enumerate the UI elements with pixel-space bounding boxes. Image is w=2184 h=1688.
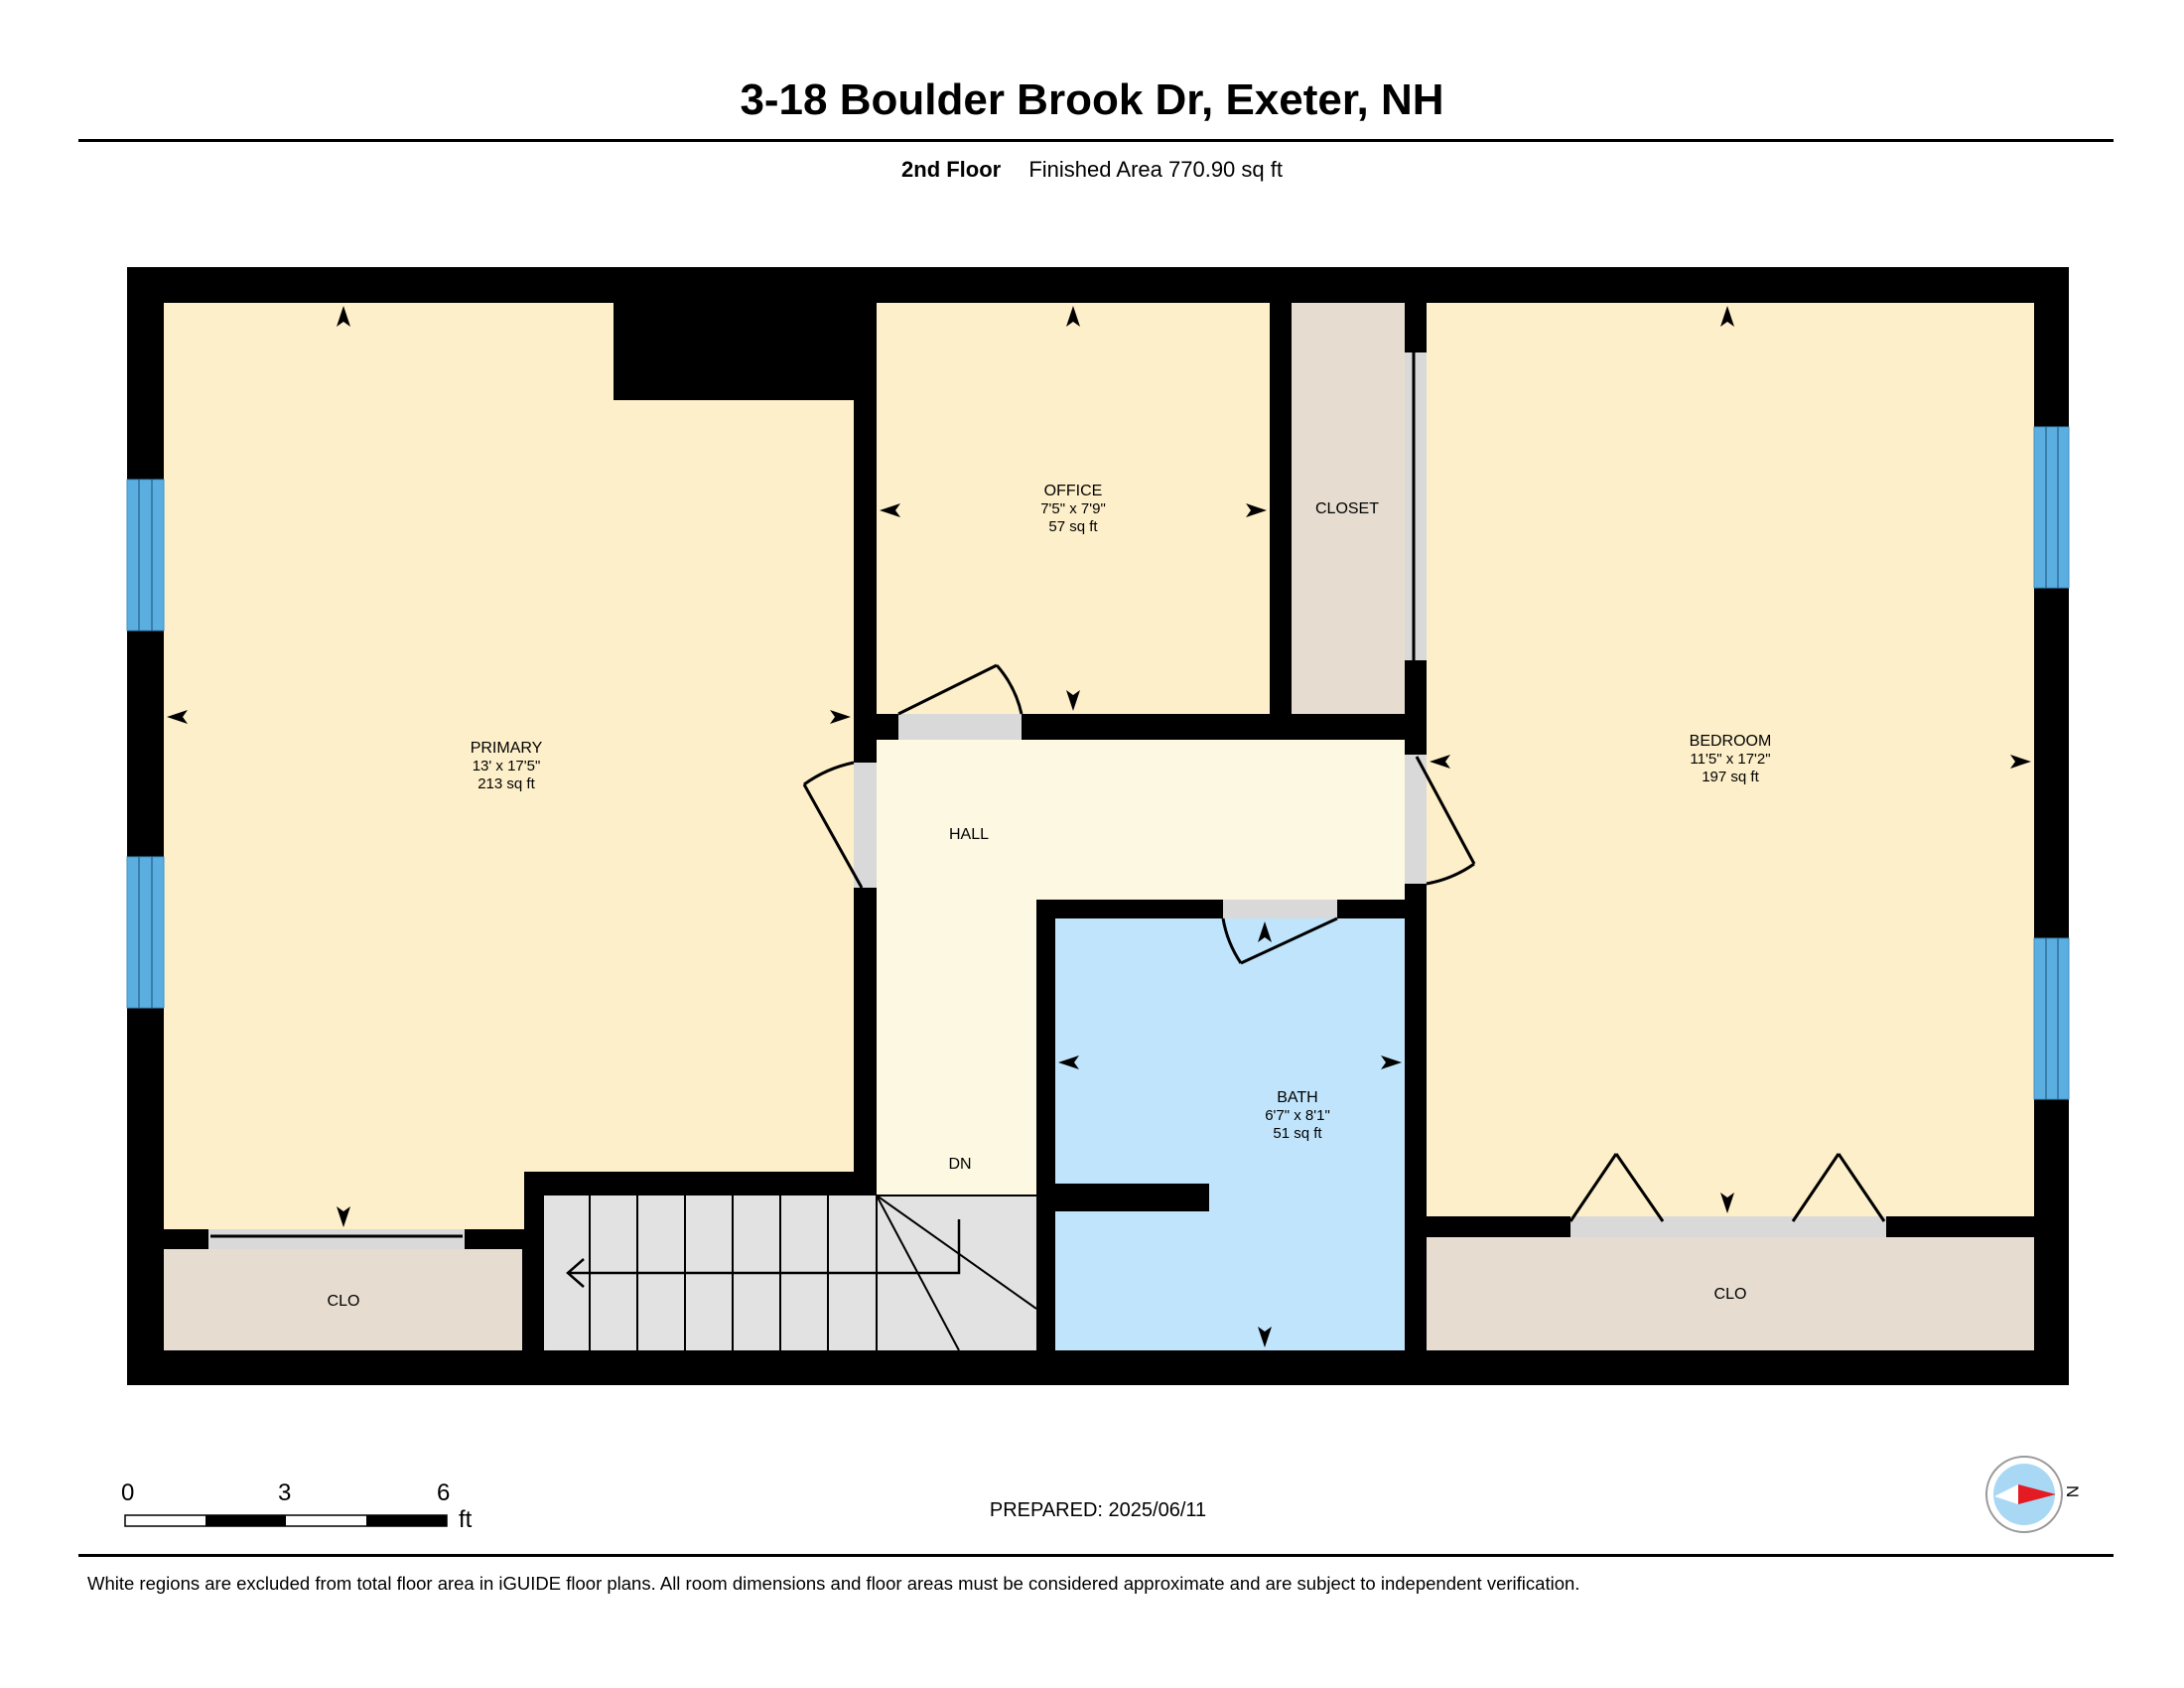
bedroom-room [1427, 303, 2034, 1216]
office-name: OFFICE [1044, 483, 1103, 499]
window-mullions [138, 427, 2059, 1099]
clo-right-name: CLO [1714, 1286, 1747, 1303]
disclaimer-text: White regions are excluded from total fl… [87, 1573, 1580, 1594]
primary-room [164, 303, 854, 1229]
footer-divider [78, 1554, 2114, 1557]
stair-arrowhead [566, 1258, 585, 1288]
primary-area: 213 sq ft [478, 775, 535, 792]
bath-wall-stub [1055, 1184, 1209, 1211]
door-openings [208, 352, 1886, 1249]
floor-label: 2nd Floor [901, 157, 1002, 182]
closet-name: CLOSET [1315, 500, 1379, 517]
header-divider [78, 139, 2114, 142]
windows [126, 426, 2070, 1100]
primary-dims: 13' x 17'5" [473, 758, 541, 774]
primary-name: PRIMARY [471, 740, 543, 757]
scale-unit: ft [459, 1506, 473, 1533]
scale-tick-3: 3 [278, 1479, 292, 1506]
prepared-date: PREPARED: 2025/06/11 [989, 1499, 1207, 1521]
office-room [877, 303, 1270, 714]
office-dims: 7'5" x 7'9" [1040, 500, 1106, 517]
bath-room [1055, 918, 1405, 1350]
clo-right-room [1427, 1237, 2034, 1350]
plan-title: 3-18 Boulder Brook Dr, Exeter, NH [740, 75, 1444, 124]
closet-room [1292, 303, 1405, 714]
office-area: 57 sq ft [1048, 518, 1098, 535]
bedroom-name: BEDROOM [1690, 733, 1772, 750]
clo-left-room [164, 1249, 522, 1350]
stairs-label: DN [948, 1156, 971, 1173]
bath-dims: 6'7" x 8'1" [1265, 1107, 1330, 1124]
clo-left-name: CLO [328, 1293, 360, 1310]
bath-area: 51 sq ft [1273, 1125, 1322, 1142]
door-swings [802, 352, 1886, 1222]
bedroom-area: 197 sq ft [1702, 769, 1759, 785]
scale-bar [124, 1514, 448, 1527]
plan-subtitle: 2nd Floor Finished Area 770.90 sq ft [0, 157, 2184, 183]
bath-name: BATH [1277, 1089, 1317, 1106]
scale-tick-0: 0 [121, 1479, 135, 1506]
scale-tick-6: 6 [437, 1479, 451, 1506]
compass-icon: N [1985, 1456, 2082, 1533]
dimension-arrows [167, 306, 2031, 1347]
stair-direction-line [568, 1219, 961, 1275]
hall-name: HALL [949, 826, 989, 843]
finished-area-label: Finished Area 770.90 sq ft [1028, 157, 1283, 182]
compass-north-label: N [2063, 1485, 2082, 1497]
bedroom-dims: 11'5" x 17'2" [1690, 751, 1770, 768]
